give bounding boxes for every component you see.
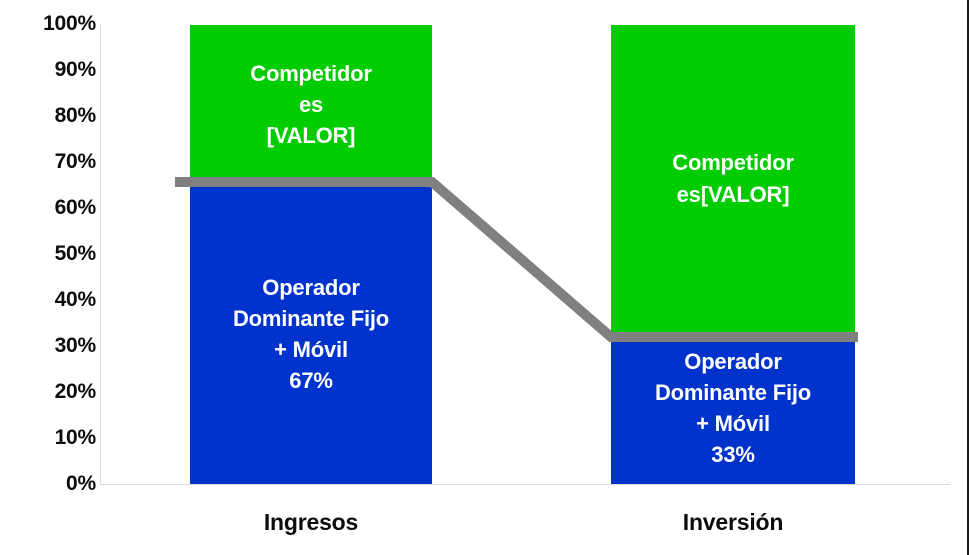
y-tick-label: 20% [54,380,97,403]
bar-data-label: Competidor es[VALOR] [672,150,794,207]
y-tick-label: 30% [54,334,97,357]
y-tick-label: 10% [54,426,97,449]
bar-segment-operador-dominante-ingresos[interactable]: Operador Dominante Fijo + Móvil 67% [190,184,432,484]
bar-segment-competidores-inversion[interactable]: Competidor es[VALOR] [611,25,855,332]
category-label-inversion: Inversión [682,509,784,535]
y-tick-label: 70% [54,150,97,173]
bar-segment-competidores-ingresos[interactable]: Competidor es [VALOR] [190,25,432,184]
bar-data-label: Operador Dominante Fijo + Móvil 33% [654,348,812,468]
y-tick-label: 80% [54,104,97,127]
bar-data-label: Competidor es [VALOR] [250,60,372,149]
bar-data-label: Operador Dominante Fijo + Móvil 67% [232,274,390,394]
x-axis-line [100,484,950,485]
y-tick-label: 90% [54,58,97,81]
category-label-ingresos: Ingresos [263,509,359,535]
y-tick-label: 0% [66,472,96,495]
bar-segment-operador-dominante-inversion[interactable]: Operador Dominante Fijo + Móvil 33% [611,332,855,484]
y-tick-label: 100% [43,12,96,35]
y-axis-line [100,24,101,484]
y-tick-label: 60% [54,196,97,219]
y-tick-label: 40% [54,288,97,311]
y-tick-label: 50% [54,242,97,265]
